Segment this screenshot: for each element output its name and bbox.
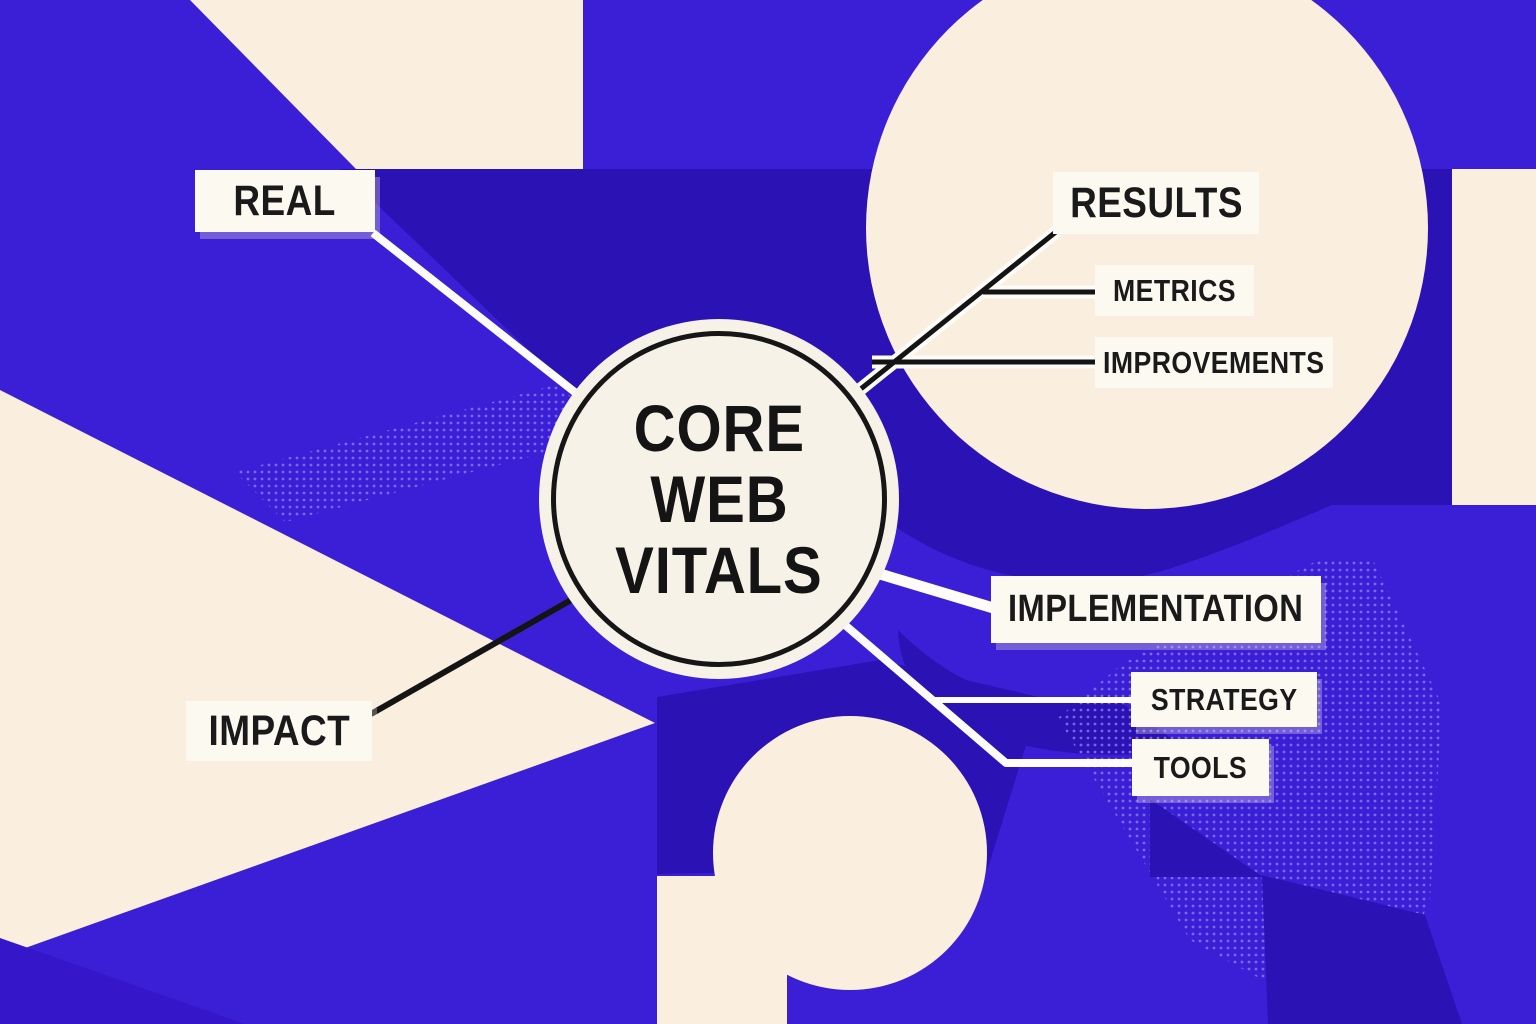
node-real-label: REAL [233,176,337,225]
node-results: RESULTS [1053,172,1259,234]
node-tools: TOOLS [1132,739,1269,796]
node-improvements-label: IMPROVEMENTS [1103,344,1325,380]
dark-corner-shape [0,938,245,1024]
node-metrics-label: METRICS [1113,272,1236,308]
connector-real [370,229,603,416]
node-strategy-label: STRATEGY [1150,681,1298,717]
center-node: CORE WEB VITALS [539,319,899,679]
cream-triangle-shape [0,390,655,957]
node-real: REAL [195,170,375,232]
node-impact: IMPACT [186,701,372,761]
node-tools-label: TOOLS [1153,749,1248,785]
center-title-line: VITALS [615,532,823,607]
node-metrics: METRICS [1095,265,1254,316]
connector-impact [369,589,587,717]
node-implementation: IMPLEMENTATION [991,576,1321,643]
cream-right-rect [1452,169,1536,505]
dark-band-shape [1150,799,1263,877]
connector-tools [842,621,1145,767]
node-strategy: STRATEGY [1131,672,1317,727]
center-title-line: CORE [633,390,805,465]
dark-band-shape [1262,875,1462,1024]
node-impact-label: IMPACT [208,706,350,755]
connector-results-group [847,225,1105,402]
node-implementation-label: IMPLEMENTATION [1008,588,1304,630]
halftone-texture [235,385,622,522]
dark-swoosh-shape [868,505,1332,583]
node-improvements: IMPROVEMENTS [1095,337,1333,388]
node-results-label: RESULTS [1069,178,1243,227]
cream-wedge-shape [190,0,583,169]
center-title-line: WEB [649,461,789,536]
center-node-ring [551,331,887,667]
center-node-title: CORE WEB VITALS [539,319,899,679]
small-cream-circle [713,716,987,990]
